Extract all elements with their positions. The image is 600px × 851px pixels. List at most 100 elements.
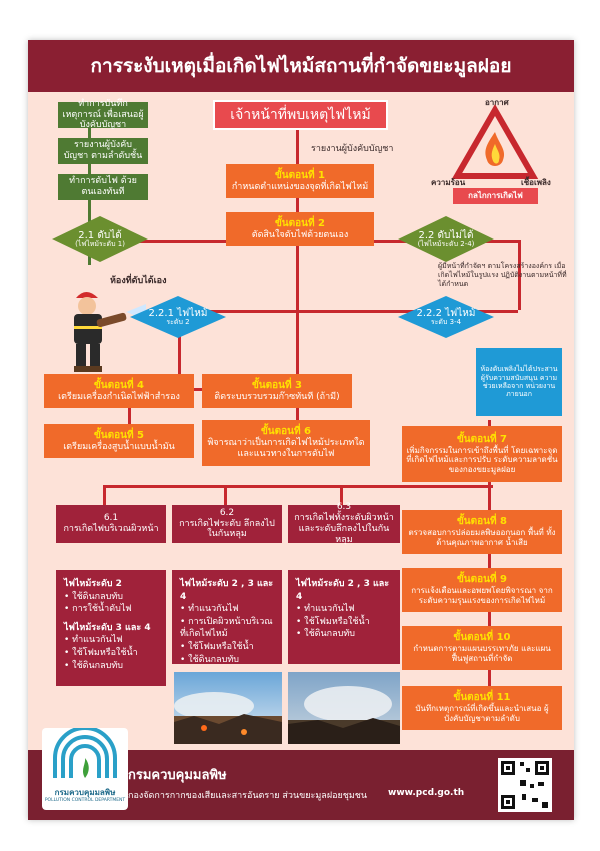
decision-2-2-2-title: 2.2.2 ไฟไหม้ (416, 307, 476, 319)
decision-2-2: 2.2 ดับไม่ได้ (ไฟไหม้ระดับ 2-4) (398, 216, 494, 262)
methods-6-2: ไฟไหม้ระดับ 2 , 3 และ 4 • ทำแนวกันไฟ • ก… (172, 570, 282, 665)
decision-2-2-2: 2.2.2 ไฟไหม้ ระดับ 3-4 (398, 296, 494, 338)
decision-2-2-sub: (ไฟไหม้ระดับ 2-4) (417, 239, 475, 248)
footer-division: กองจัดการกากของเสียและสารอันตราย ส่วนขยะ… (128, 791, 368, 801)
step6-box: ขั้นตอนที่ 6 พิจารณาว่าเป็นการเกิดไฟไหม้… (202, 420, 370, 466)
footer-url[interactable]: www.pcd.go.th (388, 788, 465, 798)
list-item-text: ทำแนวกันไฟ (72, 635, 123, 646)
step3-label: ขั้นตอนที่ 3 (251, 379, 303, 391)
step5-box: ขั้นตอนที่ 5 เตรียมเครื่องสูบน้ำแบบน้ำมั… (44, 424, 194, 458)
list-item: • ใช้ดินกลบทับ (64, 591, 123, 602)
decision-2-2-note: ผู้มีหน้าที่กำจัดฯ ตามโครงสร้างองค์กร เม… (438, 262, 567, 288)
list-item: • ใช้โฟมหรือใช้น้ำ (64, 647, 138, 658)
type-6-3-num: 6.3 (336, 502, 352, 513)
step2-label: ขั้นตอนที่ 2 (274, 217, 326, 229)
list-item-text: ใช้ดินกลบทับ (72, 591, 123, 602)
methods-6-3-h1: ไฟไหม้ระดับ 2 , 3 และ 4 (296, 579, 390, 602)
fire-triangle: อากาศ ความร้อน เชื้อเพลิง (431, 98, 558, 198)
step11-label: ขั้นตอนที่ 11 (453, 692, 511, 704)
step10-box: ขั้นตอนที่ 10 กำหนดการตามแผนบรรเทาภัย แล… (402, 626, 562, 670)
list-item: • ทำแนวกันไฟ (64, 635, 123, 646)
left-note-3: ทำการดับไฟ ด้วยตนเองทันที (58, 174, 148, 200)
type-6-2-text: การเกิดไฟระดับ ลึกลงไปในกันหลุม (179, 518, 275, 540)
type-6-1-num: 6.1 (103, 513, 119, 524)
step5-text: เตรียมเครื่องสูบน้ำแบบน้ำมัน (63, 441, 175, 452)
extinguished-label: ห้องที่ดับได้เอง (110, 276, 167, 286)
right-branch-line (518, 240, 521, 310)
list-item: • ใช้ดินกลบทับ (180, 654, 239, 665)
level2-line (178, 310, 181, 400)
first-responder-box: เจ้าหน้าที่พบเหตุไฟไหม้ (213, 100, 388, 130)
type-6-2-num: 6.2 (219, 507, 235, 518)
methods-6-1-h2: ไฟไหม้ระดับ 3 และ 4 (64, 622, 151, 633)
step3-text: ติดระบบรวบรวมก๊าซทันที (ถ้ามี) (214, 391, 340, 402)
decision-2-2-1-sub: ระดับ 2 (166, 317, 190, 326)
step9-label: ขั้นตอนที่ 9 (456, 574, 508, 586)
step1-box: ขั้นตอนที่ 1 กำหนดตำแหน่งของจุดที่เกิดไฟ… (226, 164, 374, 198)
step2-text: ตัดสินใจดับไฟด้วยตนเอง (251, 229, 349, 240)
step8-label: ขั้นตอนที่ 8 (456, 516, 508, 528)
triangle-air: อากาศ (485, 98, 509, 107)
methods-6-1: ไฟไหม้ระดับ 2 • ใช้ดินกลบทับ • การใช้น้ำ… (56, 570, 166, 686)
type-6-1-text: การเกิดไฟบริเวณผิวหน้า (63, 524, 159, 534)
type2-drop (224, 485, 227, 505)
triangle-heat: ความร้อน (431, 178, 466, 187)
list-item: • ใช้โฟมหรือใช้น้ำ (296, 616, 370, 627)
list-item-text: ใช้โฟมหรือใช้น้ำ (188, 641, 254, 652)
step11-text: บันทึกเหตุการณ์ที่เกิดขึ้นและนำเสนอ ผู้บ… (415, 704, 549, 723)
decision-2-2-2-sub: ระดับ 3-4 (430, 317, 462, 326)
step7-label: ขั้นตอนที่ 7 (456, 433, 508, 445)
type-6-3-text: การเกิดไฟทั้งระดับผิวหน้า และระดับลึกลงไ… (294, 513, 394, 545)
type1-drop (103, 485, 106, 505)
step3-box: ขั้นตอนที่ 3 ติดระบบรวบรวมก๊าซทันที (ถ้า… (202, 374, 352, 408)
list-item-text: ทำแนวกันไฟ (304, 604, 355, 615)
list-item: • การเปิดผิวหน้าบริเวณ ที่เกิดไฟไหม้ (180, 616, 273, 640)
step5-link-line (128, 388, 131, 448)
left-note-1: ทำการบันทึกเหตุการณ์ เพื่อเสนอผู้บังคับบ… (58, 99, 148, 130)
methods-6-2-h1: ไฟไหม้ระดับ 2 , 3 และ 4 (180, 579, 274, 602)
step11-box: ขั้นตอนที่ 11 บันทึกเหตุการณ์ที่เกิดขึ้น… (402, 686, 562, 730)
step1-text: กำหนดตำแหน่งของจุดที่เกิดไฟไหม้ (231, 181, 369, 192)
step5-label: ขั้นตอนที่ 5 (93, 429, 145, 441)
logo-text-th: กรมควบคุมมลพิษ (54, 788, 116, 797)
step8-box: ขั้นตอนที่ 8 ตรวจสอบการปล่อยมลพิษออกนอก … (402, 510, 562, 554)
methods-6-3: ไฟไหม้ระดับ 2 , 3 และ 4 • ทำแนวกันไฟ • ใ… (288, 570, 400, 664)
type3-drop (340, 485, 343, 505)
decision-2-2-1: 2.2.1 ไฟไหม้ ระดับ 2 (130, 296, 226, 338)
decision-2-2-title: 2.2 ดับไม่ได้ (418, 229, 474, 241)
landfill-fire-photo-2 (288, 672, 400, 744)
list-item-text: การใช้น้ำดับไฟ (72, 604, 132, 615)
step9-text: การแจ้งเตือนและอพยพโดยพิจารณา จากระดับคว… (411, 586, 553, 605)
type-split-line (103, 485, 493, 488)
list-item-text: ใช้โฟมหรือใช้น้ำ (304, 616, 370, 627)
step2-box: ขั้นตอนที่ 2 ตัดสินใจดับไฟด้วยตนเอง (226, 212, 374, 246)
list-item: • ใช้ดินกลบทับ (64, 660, 123, 671)
step6-label: ขั้นตอนที่ 6 (260, 426, 312, 438)
step4-text: เตรียมเครื่องกำเนิดไฟฟ้าสำรอง (58, 391, 180, 402)
type-6-3: 6.3 การเกิดไฟทั้งระดับผิวหน้า และระดับลึ… (288, 502, 400, 545)
step8-text: ตรวจสอบการปล่อยมลพิษออกนอก พื้นที่ ทั้งด… (408, 528, 556, 547)
poster: การระงับเหตุเมื่อเกิดไฟไหม้สถานที่กำจัดข… (28, 40, 574, 820)
list-item: • ใช้โฟมหรือใช้น้ำ (180, 641, 254, 652)
left-note-2: รายงานผู้บังคับบัญชา ตามลำดับชั้น (58, 138, 148, 164)
logo-text-en: POLLUTION CONTROL DEPARTMENT (44, 798, 126, 803)
step7-box: ขั้นตอนที่ 7 เพิ่มกิจกรรมในการเข้าถึงพื้… (402, 426, 562, 482)
list-item-text: ใช้ดินกลบทับ (72, 660, 123, 671)
list-item-text: ใช้ดินกลบทับ (188, 654, 239, 665)
list-item-text: ใช้ดินกลบทับ (304, 629, 355, 640)
pcd-logo: กรมควบคุมมลพิษ POLLUTION CONTROL DEPARTM… (42, 726, 128, 810)
type-6-2: 6.2 การเกิดไฟระดับ ลึกลงไปในกันหลุม (172, 505, 282, 543)
step6-text: พิจารณาว่าเป็นการเกิดไฟไหม้ประเภทใด และแ… (207, 438, 365, 459)
step4-label: ขั้นตอนที่ 4 (93, 379, 145, 391)
footer-dept: กรมควบคุมมลพิษ (128, 768, 227, 783)
report-label: รายงานผู้บังคับบัญชา (311, 144, 394, 154)
list-item-text: ทำแนวกันไฟ (188, 604, 239, 615)
step9-box: ขั้นตอนที่ 9 การแจ้งเตือนและอพยพโดยพิจาร… (402, 568, 562, 612)
triangle-fuel: เชื้อเพลิง (521, 178, 551, 187)
qr-code (498, 758, 552, 812)
firefighter-illustration (56, 276, 146, 376)
step10-text: กำหนดการตามแผนบรรเทาภัย และแผนฟื้นฟูสถาน… (413, 644, 551, 663)
step1-label: ขั้นตอนที่ 1 (274, 169, 326, 181)
list-item: • ใช้ดินกลบทับ (296, 629, 355, 640)
list-item: • ทำแนวกันไฟ (296, 604, 355, 615)
